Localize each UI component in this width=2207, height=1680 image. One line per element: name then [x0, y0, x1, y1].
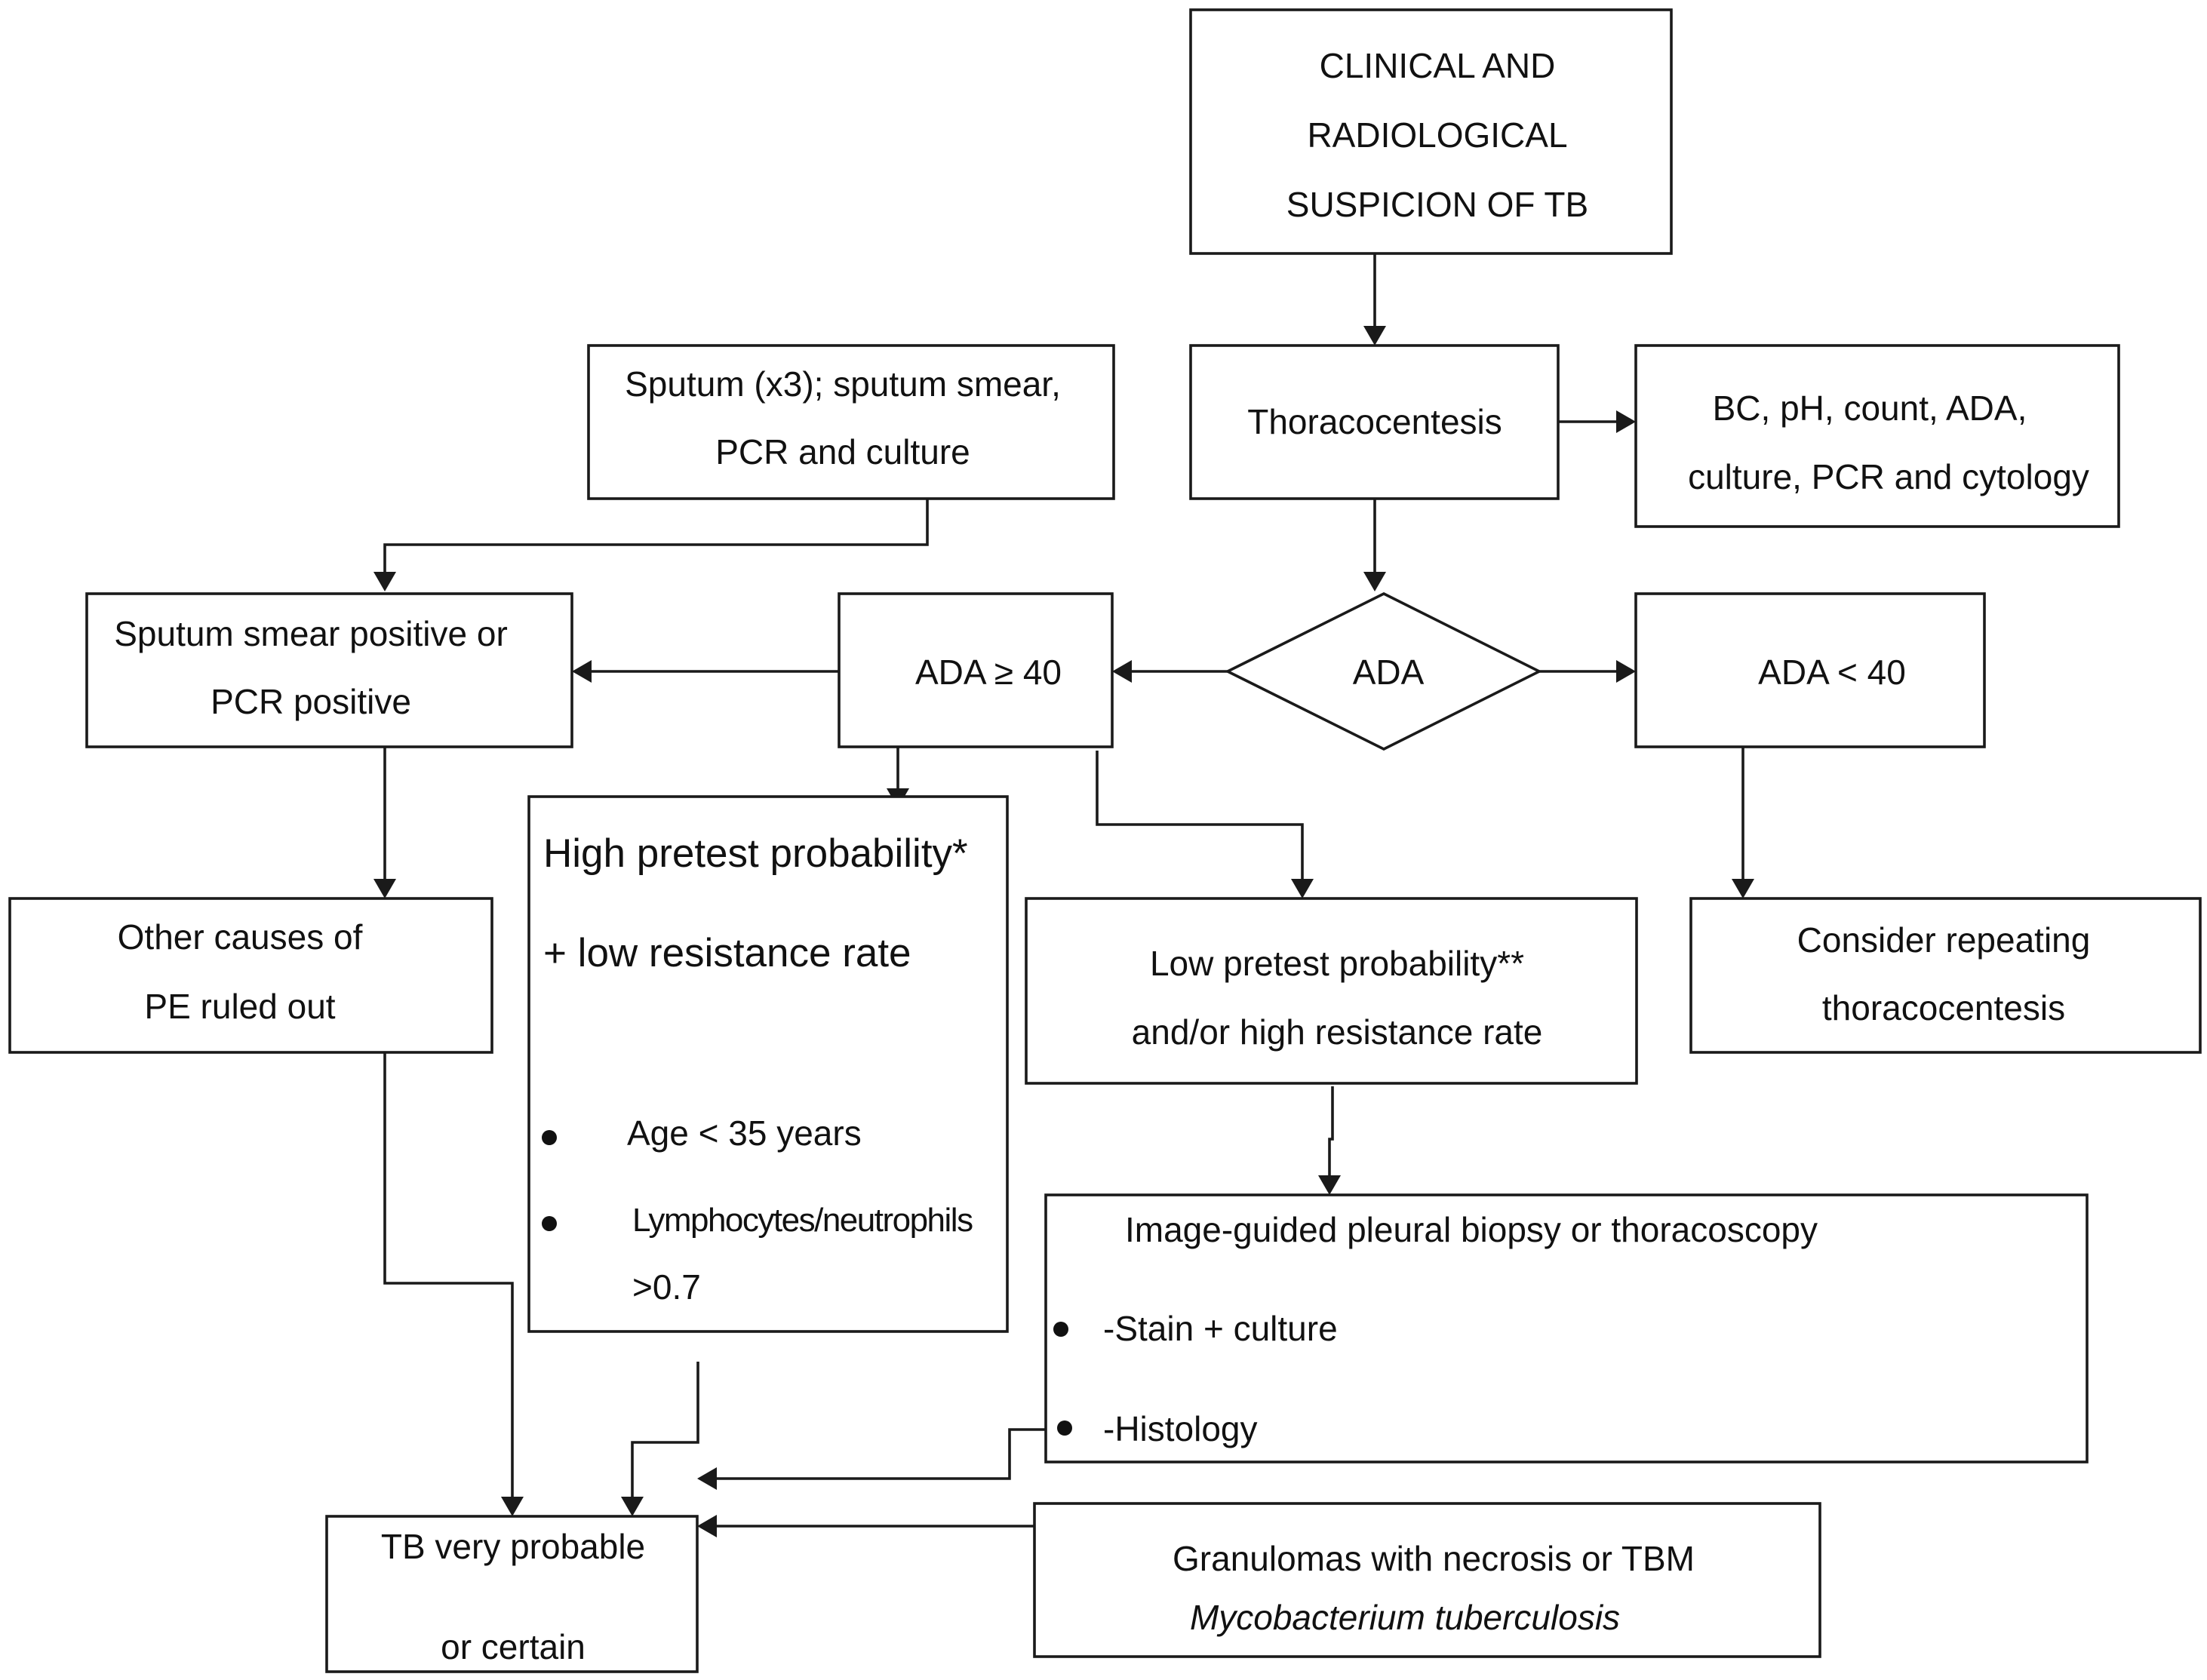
connectors [373, 253, 1754, 1537]
node-repeat: Consider repeating thoracocentesis [1689, 897, 2202, 1054]
node-label: PCR positive [211, 682, 411, 721]
arrowhead [1732, 879, 1754, 898]
node-fluid-tests: BC, pH, count, ADA, culture, PCR and cyt… [1634, 344, 2120, 528]
bullet-marker [542, 1216, 557, 1231]
node-high-pretest: High pretest probability* + low resistan… [527, 795, 1009, 1333]
node-label: Sputum smear positive or [114, 614, 508, 653]
node-label: TB very probable [381, 1527, 645, 1566]
node-label: PE ruled out [144, 987, 335, 1026]
node-sputum-positive: Sputum smear positive or PCR positive [85, 592, 573, 748]
arrowhead [697, 1515, 717, 1537]
node-label: SUSPICION OF TB [1286, 185, 1588, 224]
connector-low-pretest-biopsy [1328, 1086, 1334, 1175]
arrowhead [1291, 879, 1314, 898]
node-label: CLINICAL AND [1320, 46, 1556, 85]
node-other-causes: Other causes of PE ruled out [8, 897, 493, 1054]
bullet-histology: -Histology [1103, 1409, 1258, 1448]
node-label: ADA [1353, 653, 1425, 692]
node-label: BC, pH, count, ADA, [1713, 389, 2027, 428]
node-ada-low: ADA < 40 [1634, 592, 1986, 748]
node-label: culture, PCR and cytology [1688, 457, 2089, 496]
arrowhead [373, 879, 396, 898]
bullet-marker [1053, 1322, 1068, 1337]
connector-high-low-pretest [1096, 751, 1304, 879]
node-label-italic: Mycobacterium tuberculosis [1190, 1598, 1620, 1637]
node-label: Granulomas with necrosis or TBM [1173, 1539, 1695, 1578]
node-ada-high: ADA ≥ 40 [838, 592, 1114, 748]
bullet-lymphocytes: Lymphocytes/neutrophils [632, 1202, 973, 1239]
node-label: and/or high resistance rate [1132, 1012, 1543, 1052]
node-label: Other causes of [118, 917, 363, 957]
bullet-marker [542, 1130, 557, 1145]
arrowhead [1363, 572, 1386, 591]
connector-other-causes-outcome [383, 1052, 514, 1497]
arrowhead [621, 1497, 644, 1516]
node-clinical-suspicion: CLINICAL AND RADIOLOGICAL SUSPICION OF T… [1189, 8, 1673, 255]
node-ada-decision: ADA [1224, 591, 1543, 751]
node-label: PCR and culture [715, 432, 970, 471]
node-outcome: TB very probable or certain [325, 1515, 699, 1673]
arrowhead [1318, 1175, 1341, 1195]
arrowhead [1616, 660, 1636, 683]
arrowhead [373, 572, 396, 591]
arrowhead [1112, 660, 1132, 683]
node-low-pretest: Low pretest probability** and/or high re… [1025, 897, 1638, 1085]
bullet-age: Age < 35 years [627, 1113, 862, 1153]
node-sputum: Sputum (x3); sputum smear, PCR and cultu… [587, 344, 1115, 500]
node-label: thoracocentesis [1822, 988, 2065, 1027]
connector-biopsy-outcome [717, 1428, 1046, 1480]
bullet-marker [1057, 1420, 1072, 1436]
node-granulomas: Granulomas with necrosis or TBM Mycobact… [1033, 1502, 1821, 1658]
arrowhead [697, 1467, 717, 1490]
connector-sputum-positive [383, 499, 929, 572]
node-label: High pretest probability* [543, 831, 968, 876]
connector-high-pretest-outcome [631, 1362, 699, 1497]
node-label: Consider repeating [1797, 920, 2091, 960]
node-label: Image-guided pleural biopsy or thoracosc… [1125, 1210, 1818, 1249]
bullet-continuation: >0.7 [632, 1267, 701, 1307]
node-label: ADA < 40 [1758, 653, 1906, 692]
node-label: Sputum (x3); sputum smear, [625, 364, 1061, 404]
node-thoracocentesis: Thoracocentesis [1189, 344, 1560, 500]
arrowhead [572, 660, 592, 683]
node-label: + low resistance rate [543, 931, 911, 975]
node-label: or certain [441, 1627, 586, 1666]
arrowhead [501, 1497, 524, 1516]
arrowhead [1363, 326, 1386, 346]
bullet-stain: -Stain + culture [1103, 1309, 1338, 1348]
node-label: RADIOLOGICAL [1307, 115, 1567, 155]
node-label: Low pretest probability** [1150, 944, 1524, 983]
arrowhead [1616, 410, 1636, 433]
node-label: Thoracocentesis [1247, 402, 1502, 441]
node-biopsy: Image-guided pleural biopsy or thoracosc… [1044, 1193, 2089, 1463]
node-label: ADA ≥ 40 [915, 653, 1062, 692]
